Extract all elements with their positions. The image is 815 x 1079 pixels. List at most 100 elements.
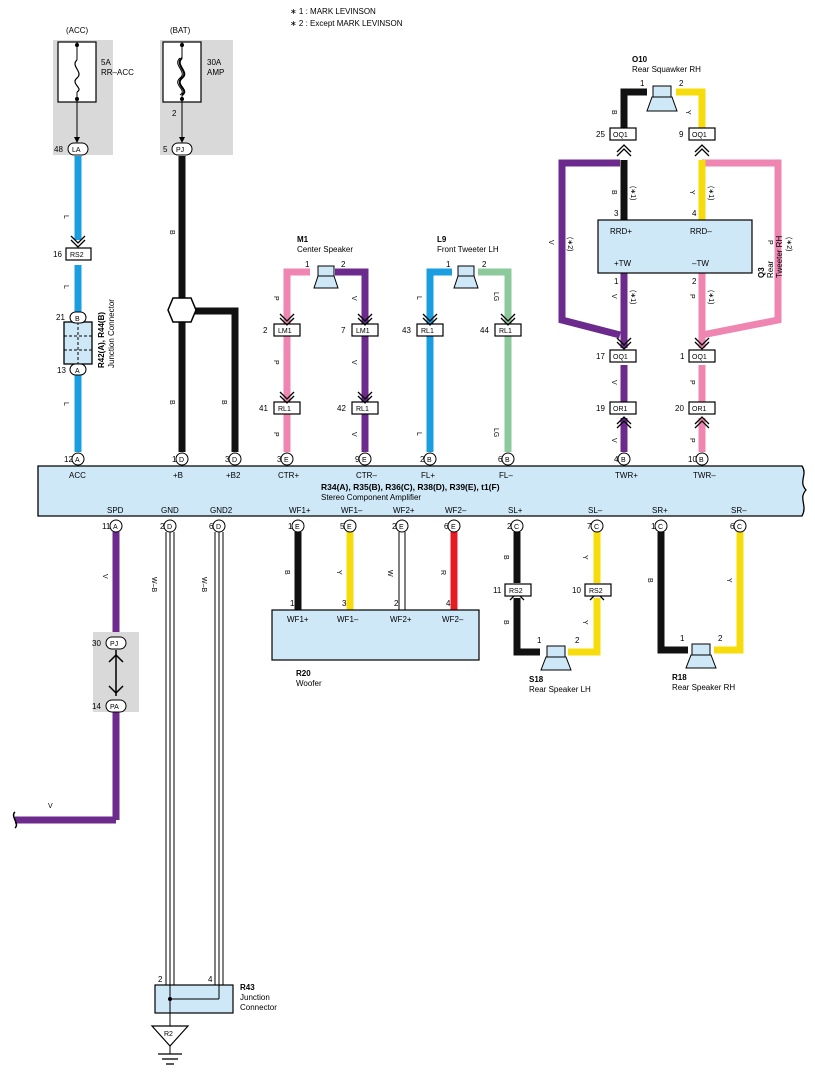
svg-text:SL–: SL– xyxy=(588,506,603,515)
svg-text:(∗1): (∗1) xyxy=(629,186,636,200)
svg-text:C: C xyxy=(594,524,599,531)
svg-text:V: V xyxy=(350,296,357,301)
svg-text:OQ1: OQ1 xyxy=(613,132,628,139)
svg-text:RL1: RL1 xyxy=(499,328,512,335)
wire-b-plus: B B B xyxy=(167,156,239,452)
svg-text:+B: +B xyxy=(173,471,183,480)
svg-text:43: 43 xyxy=(402,326,411,335)
svg-text:20: 20 xyxy=(675,404,684,413)
svg-text:V: V xyxy=(101,574,108,579)
amp-top-pins: A12ACCD1+BD3+B2E3CTR+E9CTR–B2FL+B6FL–B4T… xyxy=(64,452,716,480)
svg-text:P: P xyxy=(688,438,695,443)
svg-text:41: 41 xyxy=(259,404,268,413)
svg-text:SR–: SR– xyxy=(731,506,747,515)
svg-text:RS2: RS2 xyxy=(70,252,84,259)
svg-text:B: B xyxy=(610,190,617,195)
svg-text:L: L xyxy=(62,285,69,289)
svg-text:–TW: –TW xyxy=(692,259,709,268)
svg-text:RR–ACC: RR–ACC xyxy=(101,68,134,77)
svg-text:V: V xyxy=(350,360,357,365)
svg-text:D: D xyxy=(179,457,184,464)
svg-text:P: P xyxy=(688,380,695,385)
svg-text:6: 6 xyxy=(444,522,449,531)
svg-text:30: 30 xyxy=(92,639,101,648)
svg-text:B: B xyxy=(646,578,653,583)
svg-text:P: P xyxy=(766,240,773,245)
svg-text:1: 1 xyxy=(288,522,293,531)
svg-text:1: 1 xyxy=(640,79,645,88)
svg-text:6: 6 xyxy=(498,455,503,464)
svg-text:3: 3 xyxy=(277,455,282,464)
svg-text:CTR+: CTR+ xyxy=(278,471,299,480)
svg-text:6: 6 xyxy=(209,522,214,531)
wire-sl: B B Y Y xyxy=(502,532,601,656)
svg-text:RRD+: RRD+ xyxy=(610,227,632,236)
svg-text:Rear Speaker RH: Rear Speaker RH xyxy=(672,683,735,692)
svg-text:E: E xyxy=(451,524,456,531)
svg-text:44: 44 xyxy=(480,326,489,335)
svg-text:WF1+: WF1+ xyxy=(287,615,309,624)
svg-text:7: 7 xyxy=(587,522,592,531)
svg-text:4: 4 xyxy=(692,209,697,218)
svg-text:WF1–: WF1– xyxy=(337,615,359,624)
amp-top-pin--b: D1+B xyxy=(172,452,189,480)
svg-text:25: 25 xyxy=(596,130,605,139)
svg-text:+TW: +TW xyxy=(614,259,632,268)
junction-r42-r44: B A 21 13 R42(A), R44(B) Junction Connec… xyxy=(56,299,116,376)
svg-text:OR1: OR1 xyxy=(692,406,707,413)
svg-text:LA: LA xyxy=(72,147,81,154)
svg-text:42: 42 xyxy=(337,404,346,413)
amp-bottom-pin-sl-: SL– C7 xyxy=(587,506,604,533)
svg-text:2: 2 xyxy=(718,634,723,643)
svg-text:PJ: PJ xyxy=(110,641,118,648)
svg-text:2: 2 xyxy=(507,522,512,531)
svg-text:D: D xyxy=(167,524,172,531)
svg-text:30A: 30A xyxy=(207,58,222,67)
svg-text:B: B xyxy=(699,457,704,464)
svg-text:W: W xyxy=(386,570,393,577)
svg-text:3: 3 xyxy=(225,455,230,464)
svg-text:Tweeter RH: Tweeter RH xyxy=(775,236,784,278)
svg-text:Y: Y xyxy=(684,110,691,115)
o10-rear-squawker: O10 Rear Squawker RH 1 2 OQ1 25 OQ1 9 xyxy=(596,55,716,157)
svg-text:1: 1 xyxy=(651,522,656,531)
svg-text:5: 5 xyxy=(340,522,345,531)
connector-pj: PJ xyxy=(171,142,193,156)
svg-text:AMP: AMP xyxy=(207,68,224,77)
svg-text:(∗2): (∗2) xyxy=(566,237,573,251)
svg-text:2: 2 xyxy=(341,260,346,269)
svg-text:LG: LG xyxy=(492,428,499,437)
amp-bottom-pin-wf2-: WF2+E2 xyxy=(392,506,415,533)
stereo-component-amplifier: R34(A), R35(B), R36(C), R38(D), R39(E), … xyxy=(37,465,807,517)
svg-text:2: 2 xyxy=(172,109,177,118)
svg-text:B: B xyxy=(502,555,509,560)
svg-text:Front Tweeter LH: Front Tweeter LH xyxy=(437,245,499,254)
svg-text:E: E xyxy=(347,524,352,531)
svg-text:E: E xyxy=(399,524,404,531)
svg-text:P: P xyxy=(272,432,279,437)
svg-text:(∗2): (∗2) xyxy=(785,237,792,251)
svg-text:1: 1 xyxy=(537,636,542,645)
svg-text:W–B: W–B xyxy=(200,577,207,593)
wire-gnd: W–B W–B xyxy=(150,532,224,985)
svg-text:L: L xyxy=(415,296,422,300)
svg-text:R2: R2 xyxy=(164,1031,173,1038)
svg-text:SR+: SR+ xyxy=(652,506,668,515)
svg-text:B: B xyxy=(75,316,80,323)
svg-text:RL1: RL1 xyxy=(421,328,434,335)
svg-text:S18: S18 xyxy=(529,675,544,684)
svg-text:W–B: W–B xyxy=(150,577,157,593)
svg-text:3: 3 xyxy=(614,209,619,218)
wire-woofer: B Y W R xyxy=(283,532,458,610)
svg-text:V: V xyxy=(547,240,554,245)
note-1: ∗ 1 : MARK LEVINSON xyxy=(290,7,376,16)
svg-text:R42(A), R44(B): R42(A), R44(B) xyxy=(97,312,106,368)
svg-text:Y: Y xyxy=(725,578,732,583)
svg-text:D: D xyxy=(232,457,237,464)
wire-spd: V V xyxy=(12,532,120,829)
wire-fl: L L LG LG xyxy=(415,268,512,452)
svg-text:PJ: PJ xyxy=(176,147,184,154)
